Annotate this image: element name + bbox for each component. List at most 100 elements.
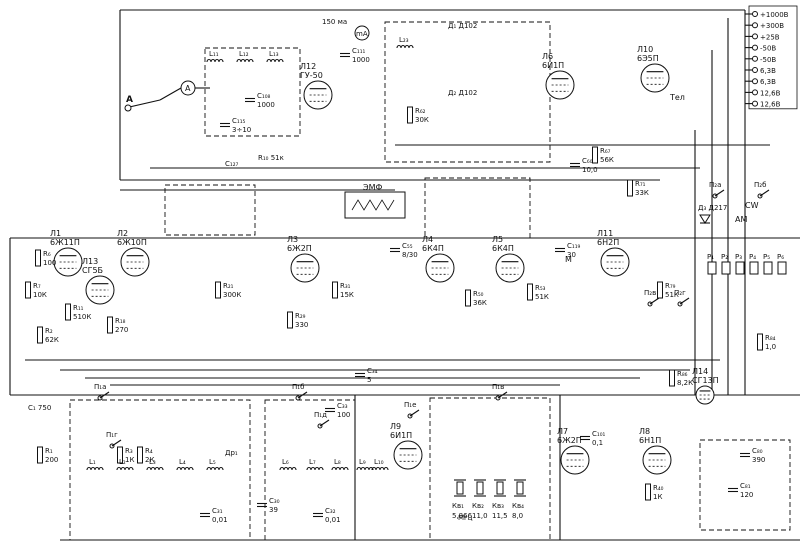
tube-ref: Л3 [287, 235, 298, 244]
capacitor-ref: C₈₁ [740, 482, 751, 490]
filter-shield [164, 184, 256, 236]
terminal-icon [752, 11, 758, 17]
capacitor-ref: C₁₁₅ [232, 117, 246, 125]
crystal-frequency: 5,866 [452, 512, 473, 520]
c1-label: C₁ 750 [28, 404, 51, 412]
tube-type: 6Ж11П [50, 238, 80, 247]
diode-d3-label: Д₃ Д217 [698, 204, 727, 212]
power-rail-label: 12,6В [760, 101, 781, 109]
switch-ref: П₁б [292, 383, 304, 391]
diode-d3 [699, 214, 711, 224]
relay-ref: P₄ [749, 253, 756, 261]
tube-type: 6И1П [542, 61, 564, 70]
switch: П₂а [709, 181, 725, 199]
mixer-shield [424, 177, 531, 239]
crystal-ref: Кв₂ [472, 502, 484, 510]
resistor-icon [332, 281, 338, 299]
tube-ref: Л8 [639, 427, 650, 436]
resistor-ref: R₁ [45, 447, 53, 455]
coil-ref: L₅ [209, 458, 216, 466]
resistor-value: 56К [600, 156, 614, 164]
inductor: L₁₁ [206, 50, 224, 63]
cw-label: CW [745, 201, 759, 210]
resistor-value: 8,2К [677, 379, 693, 387]
diode-pair-label: Д₁ Д102 [448, 22, 477, 30]
relay-coil-icon [749, 261, 759, 275]
switch: П₁в [492, 383, 508, 401]
power-rail-label: +25В [760, 33, 780, 41]
resistor-icon [117, 446, 123, 464]
coil-icon [371, 466, 389, 471]
coil-icon [146, 466, 164, 471]
terminal-icon [752, 22, 758, 29]
resistor-icon [465, 289, 471, 307]
power-terminal: 6,3В [745, 78, 776, 86]
capacitor-value: 0,01 [212, 516, 228, 524]
crystal-icon [516, 481, 524, 495]
resistor-icon [37, 446, 43, 464]
capacitor-ref: C₁₀₁ [592, 430, 606, 438]
power-rail-label: +1000В [760, 11, 789, 19]
tube-ref: Л4 [422, 235, 433, 244]
relay-ref: P₃ [735, 253, 742, 261]
switch-blade [319, 419, 330, 427]
resistor-value: 1,0 [765, 343, 776, 351]
diode-pair-label: Д₂ Д102 [448, 89, 477, 97]
switch-blade [679, 297, 690, 305]
tube-ref: Л9 [390, 422, 401, 431]
tube-type: 6Н2П [597, 238, 619, 247]
terminal-icon [752, 44, 758, 51]
resistor-icon [137, 446, 143, 464]
crystal-icon [476, 481, 484, 495]
resistor-ref: R₂₉ [295, 312, 306, 320]
capacitor-value: 39 [269, 506, 278, 514]
resistor-icon [65, 303, 71, 321]
switch-ref: П₁в [492, 383, 504, 391]
switch-ref: П₂в [644, 289, 656, 297]
resistor-value: 15К [340, 291, 354, 299]
ma-value: 150 ма [322, 18, 347, 26]
switch: П₂в [644, 289, 660, 307]
tube-type: 6К4П [492, 244, 514, 253]
switch: П₁е [404, 401, 420, 419]
choke-label: Др₁ [225, 449, 238, 457]
crystal-shield [429, 397, 551, 541]
resistor-ref: R₆ [43, 250, 51, 258]
coil-ref: L₂₃ [399, 36, 409, 44]
emf-filter: ЭМФ [344, 183, 406, 219]
switch: П₁г [106, 431, 122, 449]
resistor-ref: R₄ [145, 447, 153, 455]
tube-type: 6Э5П [637, 54, 659, 63]
capacitor-value: 100 [337, 411, 350, 419]
antenna-label: А [126, 95, 133, 105]
resistor-value: 62К [45, 336, 59, 344]
shield-boxes [69, 21, 791, 541]
coil-ref: L₃ [149, 458, 156, 466]
power-rail-label: -50В [760, 45, 776, 53]
coil-icon [279, 466, 297, 471]
power-terminal: +300В [745, 22, 784, 30]
tube-ref: Л14 [692, 367, 708, 376]
capacitor-value: 1000 [352, 56, 370, 64]
tube-type: 6Ж2П [557, 436, 582, 445]
crystal-unit-label: Мгц [458, 514, 473, 522]
resistor-icon [657, 281, 663, 299]
switch: П₁а [94, 383, 110, 401]
power-terminal: 12,6В [745, 89, 781, 97]
